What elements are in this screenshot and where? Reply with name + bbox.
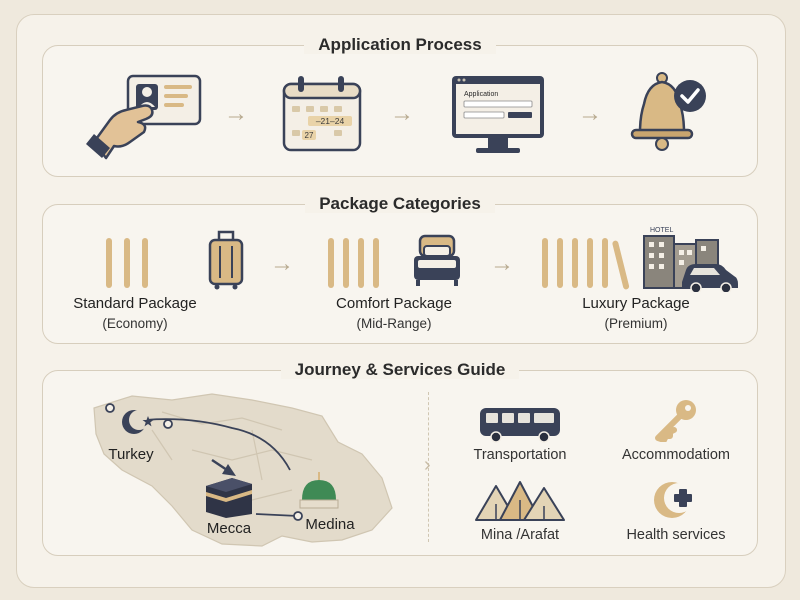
arrow-right-icon: → — [270, 250, 294, 277]
service-label-mina-arafat: Mina /Arafat — [480, 527, 560, 543]
crescent-cross-icon — [654, 482, 694, 518]
svg-text:Application: Application — [464, 91, 498, 98]
vertical-divider — [428, 392, 429, 542]
arrow-right-icon: → — [224, 100, 248, 127]
key-icon — [655, 400, 696, 442]
kaaba-icon — [206, 478, 252, 518]
arrow-right-icon: → — [490, 250, 514, 277]
tier-bars-icon — [328, 238, 379, 288]
arrow-right-icon: → — [390, 100, 414, 127]
bus-icon — [480, 408, 560, 443]
svg-text:27: 27 — [305, 131, 314, 140]
map-label-turkey: Turkey — [108, 446, 154, 463]
calendar-icon: –21–24 27 — [282, 76, 362, 152]
package-tier-luxury: (Premium) — [604, 316, 668, 331]
hotel-car-icon: HOTEL — [643, 227, 738, 292]
tents-icon — [475, 481, 565, 521]
package-categories-title: Package Categories — [0, 194, 800, 214]
computer-application-icon: Application — [452, 76, 544, 153]
crescent-star-icon — [122, 410, 154, 434]
bell-check-icon — [630, 72, 706, 151]
tier-bars-icon — [542, 238, 630, 290]
luggage-icon — [208, 230, 244, 290]
journey-guide-title: Journey & Services Guide — [0, 360, 800, 380]
service-label-health: Health services — [626, 527, 726, 543]
package-tier-standard: (Economy) — [102, 316, 168, 331]
bed-icon — [414, 234, 460, 286]
arrow-right-icon: → — [578, 100, 602, 127]
application-process-title: Application Process — [0, 35, 800, 55]
green-dome-icon — [299, 472, 339, 509]
tier-bars-icon — [106, 238, 148, 288]
chevron-right-icon: › — [424, 454, 431, 476]
package-name-comfort: Comfort Package — [336, 295, 452, 312]
package-tier-comfort: (Mid-Range) — [356, 316, 432, 331]
svg-text:HOTEL: HOTEL — [650, 227, 673, 234]
svg-text:–21–24: –21–24 — [316, 116, 345, 126]
map-label-medina: Medina — [305, 516, 355, 533]
id-card-hand-icon — [86, 74, 202, 160]
package-name-standard: Standard Package — [73, 295, 197, 312]
map-label-mecca: Mecca — [206, 520, 252, 537]
service-label-accommodation: Accommodatiom — [622, 447, 730, 463]
route-line — [125, 418, 291, 471]
service-label-transportation: Transportation — [473, 447, 567, 463]
package-name-luxury: Luxury Package — [582, 295, 690, 312]
